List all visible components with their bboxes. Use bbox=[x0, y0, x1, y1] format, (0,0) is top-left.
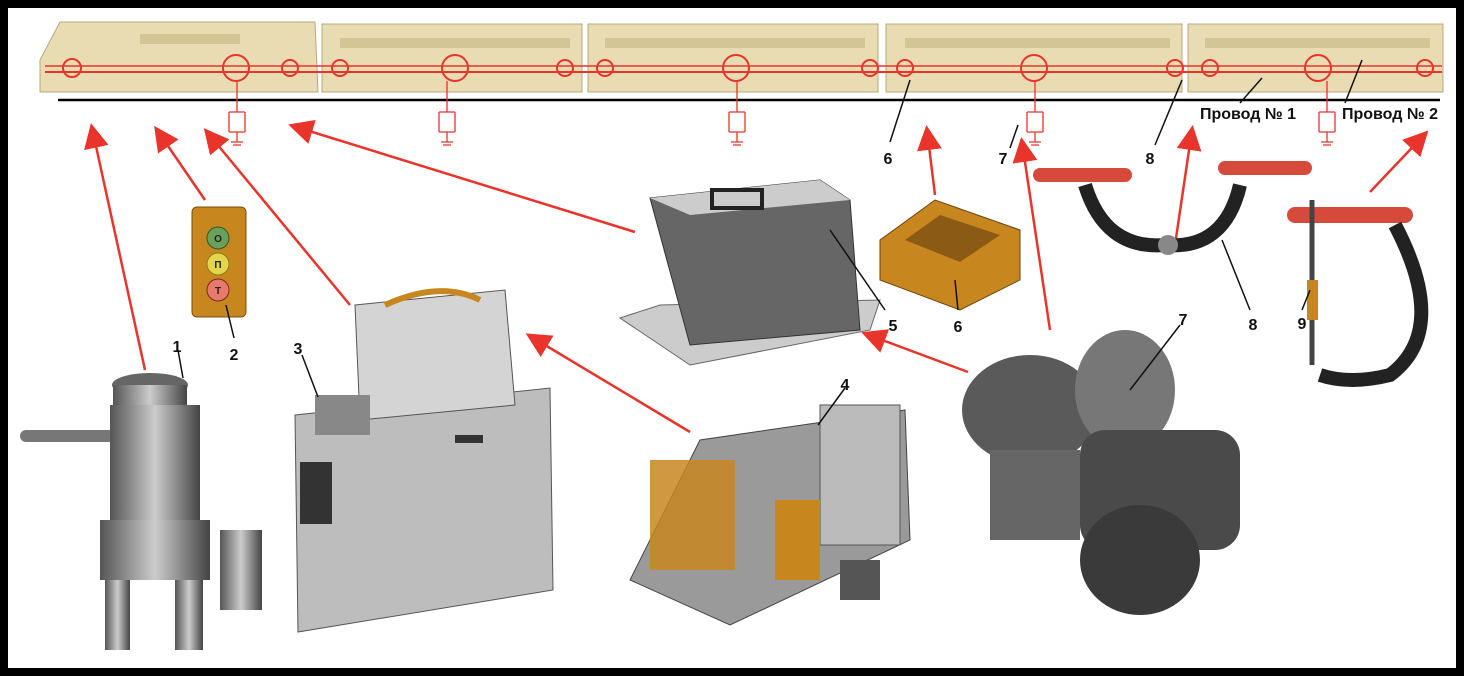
label-wire-2: Провод № 2 bbox=[1342, 106, 1438, 123]
label-7: 7 bbox=[1179, 312, 1188, 329]
label-7-top: 7 bbox=[999, 151, 1008, 168]
label-4: 4 bbox=[841, 377, 850, 394]
label-6: 6 bbox=[954, 319, 963, 336]
device-4-relay-unit bbox=[629, 404, 911, 626]
device-6-terminal-box bbox=[879, 199, 1021, 311]
label-1: 1 bbox=[173, 339, 182, 356]
label-8: 8 bbox=[1249, 317, 1258, 334]
device-9-plug bbox=[1287, 200, 1429, 387]
car-1 bbox=[321, 23, 583, 93]
device-8-jumper-cable bbox=[1033, 161, 1312, 255]
device-3-cabinet bbox=[294, 288, 554, 633]
ground-circuits bbox=[228, 81, 1336, 146]
label-9: 9 bbox=[1298, 316, 1307, 333]
button-p: П bbox=[214, 260, 221, 271]
arrows bbox=[84, 119, 1429, 434]
label-6-top: 6 bbox=[884, 151, 893, 168]
label-8-top: 8 bbox=[1146, 151, 1155, 168]
label-3: 3 bbox=[294, 341, 303, 358]
device-7-generator bbox=[962, 330, 1240, 615]
device-2-control-box: О П Т bbox=[191, 206, 247, 318]
device-1-valve bbox=[20, 373, 262, 650]
button-t: Т bbox=[215, 286, 221, 297]
train bbox=[39, 21, 1444, 146]
car-2 bbox=[587, 23, 879, 93]
car-4 bbox=[1187, 23, 1444, 93]
label-wire-1: Провод № 1 bbox=[1200, 106, 1296, 123]
leader-lines bbox=[177, 59, 1363, 426]
callout-labels: 1 2 3 4 5 6 6 7 7 8 8 9 Провод № 1 Прово… bbox=[173, 106, 1439, 394]
label-5: 5 bbox=[889, 318, 898, 335]
wire-couplers bbox=[62, 54, 1434, 82]
label-2: 2 bbox=[230, 347, 239, 364]
button-o: О bbox=[214, 234, 222, 245]
device-5-box bbox=[618, 179, 881, 366]
locomotive bbox=[39, 21, 319, 93]
